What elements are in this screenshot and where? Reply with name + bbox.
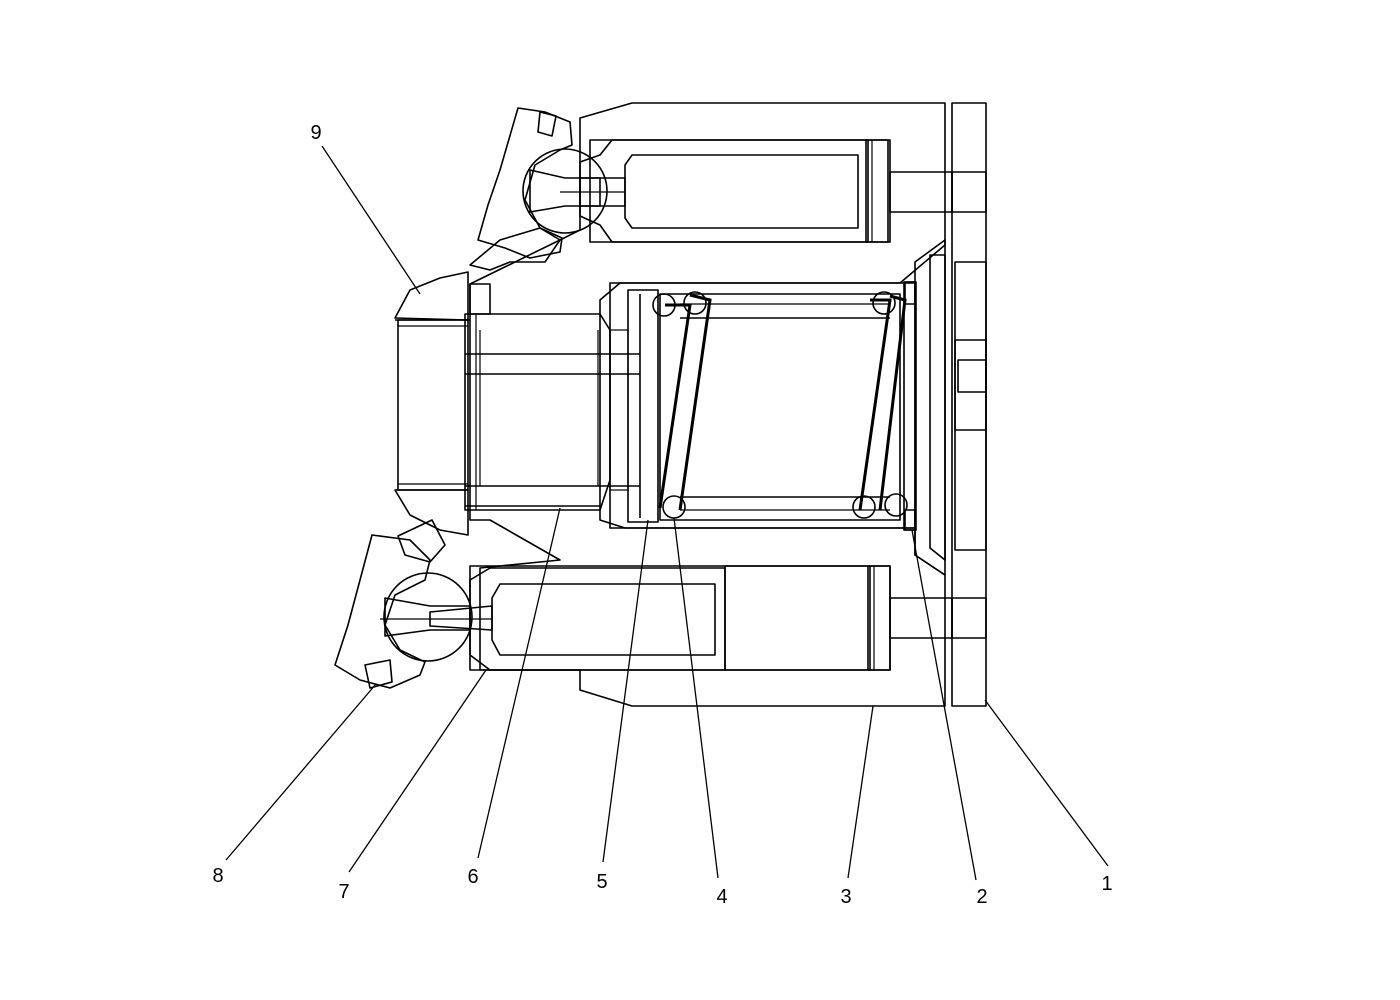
leader-6 <box>477 507 561 859</box>
compression-spring <box>652 291 908 521</box>
end-plate <box>951 102 987 707</box>
callout-labels: 1 2 3 4 5 6 7 8 9 <box>212 122 1112 908</box>
callout-8: 8 <box>212 865 223 887</box>
leader-7 <box>348 669 487 873</box>
cylinder-block <box>469 102 953 707</box>
retainer-ring <box>394 271 470 536</box>
callout-2: 2 <box>976 886 987 908</box>
callout-1: 1 <box>1101 873 1112 895</box>
callout-3: 3 <box>840 886 851 908</box>
callout-7: 7 <box>338 881 349 903</box>
lower-slipper <box>334 519 473 689</box>
leader-5 <box>602 519 649 863</box>
leader-8 <box>225 683 377 861</box>
leader-2 <box>911 529 977 881</box>
center-shaft <box>464 283 640 511</box>
callout-4: 4 <box>716 886 727 908</box>
lower-piston <box>380 565 891 671</box>
upper-slipper <box>469 107 608 271</box>
leader-lines <box>225 145 1109 881</box>
callout-9: 9 <box>310 122 321 144</box>
leader-1 <box>984 699 1109 867</box>
callout-6: 6 <box>467 866 478 888</box>
upper-piston <box>560 139 889 243</box>
leader-4 <box>673 517 719 879</box>
snap-ring <box>903 281 917 531</box>
callout-5: 5 <box>596 871 607 893</box>
spring-seat <box>609 289 659 523</box>
leader-9 <box>321 145 421 295</box>
leader-3 <box>847 705 874 879</box>
